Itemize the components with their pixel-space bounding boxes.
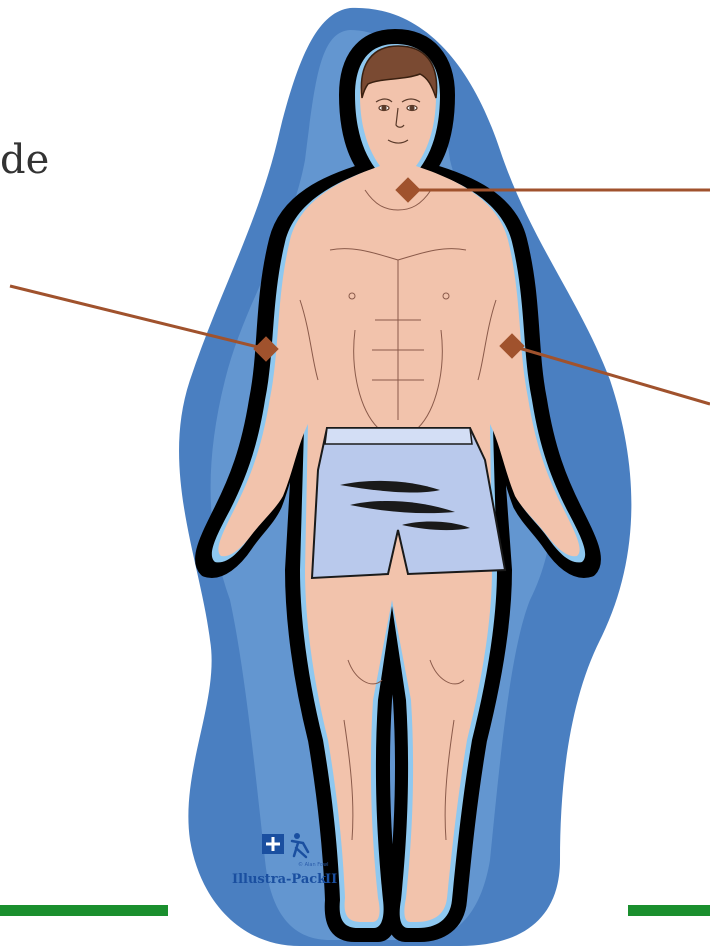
logo-brand: Illustra-Pack — [232, 872, 327, 887]
logo-credit: © Alan Fowl — [298, 861, 328, 868]
bottom-right-bar — [628, 905, 710, 916]
waistband — [325, 428, 472, 444]
logo-roman: II — [325, 872, 337, 887]
bottom-left-bar — [0, 905, 168, 916]
